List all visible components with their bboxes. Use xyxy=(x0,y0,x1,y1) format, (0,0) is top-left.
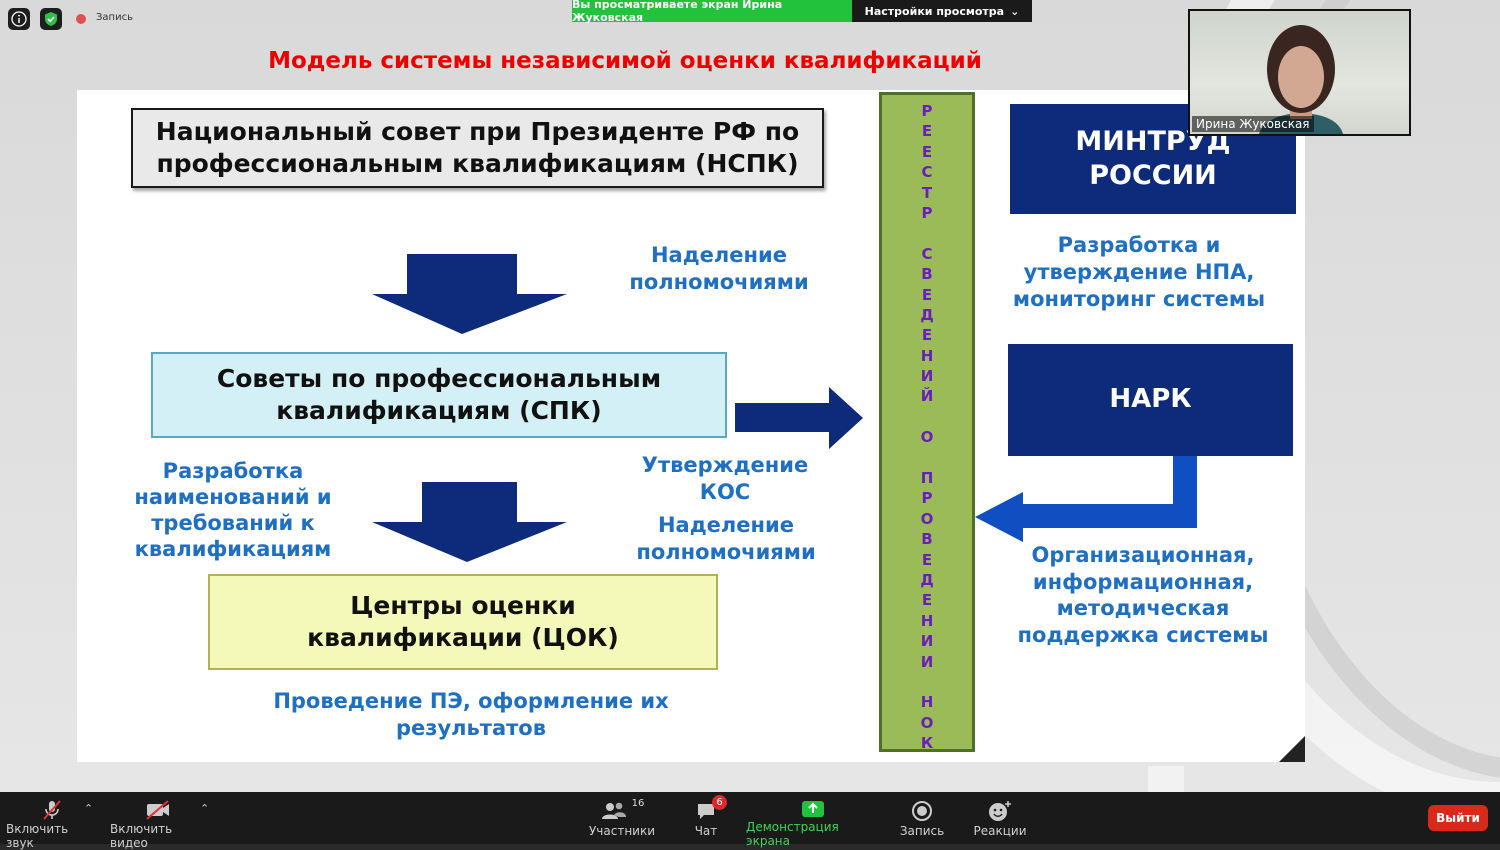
cok-box: Центры оценки квалификации (ЦОК) xyxy=(208,574,718,670)
record-button[interactable]: Запись xyxy=(894,792,950,844)
registry-letter: Н xyxy=(920,346,934,365)
meeting-info-icon[interactable] xyxy=(8,8,30,30)
mic-muted-icon xyxy=(43,800,61,820)
chat-icon xyxy=(698,804,714,819)
registry-letter: К xyxy=(920,734,934,753)
share-screen-icon xyxy=(802,801,824,817)
slide-notch xyxy=(1148,766,1184,792)
view-settings-button[interactable]: Настройки просмотра ⌄ xyxy=(852,0,1032,22)
nark-box: НАРК xyxy=(1008,344,1293,456)
video-options-caret[interactable]: ⌃ xyxy=(200,802,210,815)
registry-letter: С xyxy=(921,163,933,182)
start-video-label: Включить видео xyxy=(110,822,173,850)
registry-letter: Е xyxy=(921,122,933,141)
arrow-down-2 xyxy=(372,482,567,562)
participants-label: Участники xyxy=(588,824,656,838)
webcam-name-label: Ирина Жуковская xyxy=(1192,116,1314,132)
webcam-video[interactable]: Ирина Жуковская xyxy=(1188,9,1411,136)
chat-label: Чат xyxy=(694,824,718,838)
unmute-label: Включить звук xyxy=(6,822,69,850)
slide-corner-mark xyxy=(1279,736,1305,762)
registry-letter: П xyxy=(920,469,934,488)
arrow-down-1 xyxy=(372,254,567,334)
chat-unread-badge: 6 xyxy=(712,795,727,810)
registry-letter: И xyxy=(920,367,934,386)
registry-letter xyxy=(924,672,929,692)
registry-letter: Е xyxy=(921,550,933,569)
participants-count: 16 xyxy=(631,798,645,809)
registry-letter: Е xyxy=(921,285,933,304)
start-video-button[interactable]: Включить видео xyxy=(110,792,206,850)
registry-letter: Д xyxy=(920,570,934,589)
text-approve-kos: Утверждение КОС xyxy=(641,453,809,504)
chevron-down-icon: ⌄ xyxy=(1010,4,1020,18)
text-empower-2: Наделение полномочиями xyxy=(636,513,816,565)
registry-letter: Д xyxy=(920,305,934,324)
security-shield-icon[interactable] xyxy=(40,8,62,30)
registry-letter xyxy=(924,448,929,468)
recording-label: Запись xyxy=(96,12,133,23)
registry-letter: Т xyxy=(921,183,933,202)
arrow-left-from-nark xyxy=(975,456,1197,542)
video-off-icon xyxy=(146,800,169,820)
view-settings-label: Настройки просмотра xyxy=(864,4,1005,18)
registry-letter xyxy=(924,407,929,427)
registry-letter: В xyxy=(921,265,933,284)
registry-letter: О xyxy=(920,713,934,732)
registry-letter xyxy=(924,223,929,243)
participants-icon xyxy=(601,802,626,819)
share-screen-button[interactable]: Демонстрация экрана xyxy=(746,792,880,848)
registry-letter: Р xyxy=(921,102,933,120)
recording-dot-icon xyxy=(76,14,86,24)
registry-letter: О xyxy=(920,428,934,447)
registry-letter: С xyxy=(921,244,933,263)
slide-content: Национальный совет при Президенте РФ по … xyxy=(77,90,1305,762)
registry-letter: И xyxy=(920,632,934,651)
slide-title: Модель системы независимой оценки квалиф… xyxy=(268,48,982,74)
leave-meeting-button[interactable]: Выйти xyxy=(1428,805,1488,831)
spk-box: Советы по профессиональным квалификациям… xyxy=(151,352,727,438)
smiley-plus-icon xyxy=(989,801,1011,821)
registry-letter: Р xyxy=(921,489,933,508)
text-support: Организационная, информационная, методич… xyxy=(1017,543,1269,647)
registry-letter: Н xyxy=(920,693,934,712)
registry-letter: Е xyxy=(921,326,933,345)
unmute-button[interactable]: Включить звук xyxy=(6,792,98,850)
text-develop: Разработка наименований и требований к к… xyxy=(134,459,332,561)
screen-share-banner: Вы просматриваете экран Ирина Жуковская xyxy=(572,0,852,24)
registry-letter: Е xyxy=(921,591,933,610)
arrow-right xyxy=(735,387,863,449)
registry-letter: Е xyxy=(921,142,933,161)
nspk-box: Национальный совет при Президенте РФ по … xyxy=(131,108,824,188)
registry-letter: Р xyxy=(921,203,933,222)
audio-options-caret[interactable]: ⌃ xyxy=(84,802,94,815)
meeting-toolbar: Включить звук ⌃ Включить видео ⌃ 16 Учас… xyxy=(0,792,1500,850)
registry-letter: Й xyxy=(920,387,934,406)
registry-letter: Н xyxy=(920,611,934,630)
reactions-button[interactable]: Реакции xyxy=(968,792,1032,844)
text-npa: Разработка и утверждение НПА, мониторинг… xyxy=(1012,233,1266,311)
record-icon xyxy=(912,801,932,821)
text-empower-1: Наделение полномочиями xyxy=(629,243,809,295)
slide-arrows xyxy=(372,254,1197,562)
registry-letter: В xyxy=(921,530,933,549)
chat-button[interactable]: 6 Чат xyxy=(680,792,732,844)
reactions-label: Реакции xyxy=(973,824,1027,838)
text-exams: Проведение ПЭ, оформление их результатов xyxy=(273,689,669,740)
record-label: Запись xyxy=(899,824,945,838)
participants-button[interactable]: 16 Участники xyxy=(582,792,662,844)
registry-letter: О xyxy=(920,509,934,528)
shared-screen: Запись Вы просматриваете экран Ирина Жук… xyxy=(0,0,1500,792)
registry-letter: И xyxy=(920,652,934,671)
